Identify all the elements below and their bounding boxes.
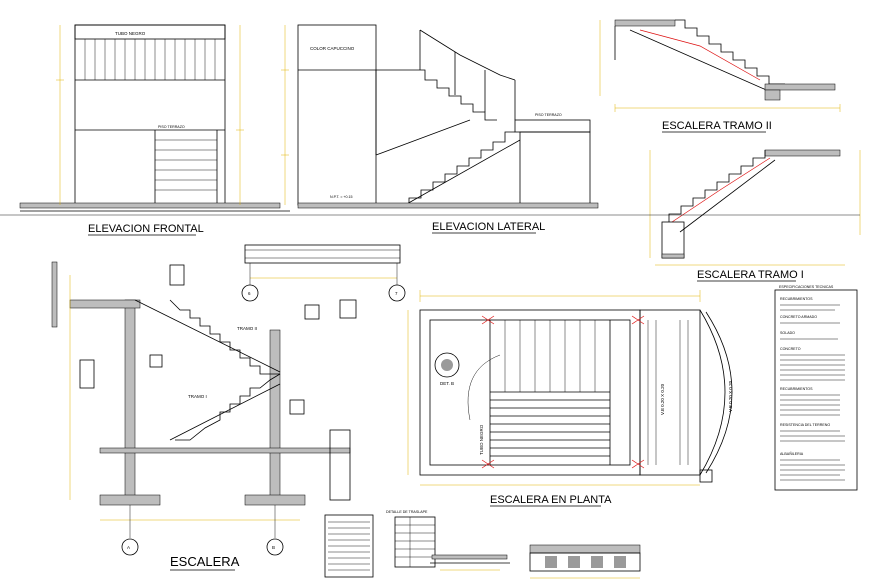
- vb-label-2: V.B 0.20 X 0.20: [728, 380, 733, 412]
- escalera-tramo-1-title: ESCALERA TRAMO I: [697, 269, 804, 281]
- elevacion-frontal-title: ELEVACION FRONTAL: [88, 223, 204, 235]
- color-capuccino-label: COLOR CAPUCCINO: [310, 46, 355, 51]
- specs-line-4: RECUBRIMIENTOS: [780, 387, 813, 391]
- piso-terrazo-label-lateral: PISO TERRAZO: [535, 113, 562, 117]
- escalera-tramo-2-title: ESCALERA TRAMO II: [662, 120, 772, 132]
- tubo-negro-label-frontal: TUBO NEGRO: [115, 31, 146, 36]
- elevacion-lateral-title: ELEVACION LATERAL: [432, 221, 545, 233]
- tramo-2-label: TRAMO II: [237, 326, 257, 331]
- specs-line-2: SOLADO: [780, 331, 795, 335]
- elevacion-lateral-view: COLOR CAPUCCINO PISO TERRAZO N.P.T. = +0…: [281, 24, 599, 209]
- piso-terrazo-label-frontal: PISO TERRAZO: [158, 125, 185, 129]
- especificaciones-tecnicas-box: ESPECIFICACIONES TECNICAS RECUBRIMIENTOS…: [774, 285, 858, 491]
- specs-title: ESPECIFICACIONES TECNICAS: [779, 285, 834, 289]
- beam-detail-6-7: 6 7: [241, 244, 406, 302]
- escalera-title: ESCALERA: [170, 554, 240, 569]
- det-b-label: DET. B: [440, 381, 454, 386]
- specs-line-6: ALBAÑILERIA: [780, 451, 804, 456]
- detalle-traslape-title: DETALLE DE TRASLAPE: [386, 510, 428, 514]
- axis-b-marker: B: [272, 545, 275, 550]
- escalera-tramo-1-detail: [649, 149, 861, 266]
- escalera-tramo-2-detail: [599, 19, 841, 112]
- specs-line-5: RESISTENCIA DEL TERRENO: [780, 423, 830, 427]
- tubo-negro-label-planta: TUBO NEGRO: [479, 424, 484, 455]
- vb-label-1: V.B 0.20 X 0.20: [660, 383, 665, 415]
- slab-section-detail: [529, 544, 641, 579]
- escalera-en-planta-title: ESCALERA EN PLANTA: [490, 494, 612, 506]
- escalera-section-view: A B TRAMO II TRAMO I: [51, 261, 357, 556]
- axis-a-marker: A: [127, 545, 130, 550]
- bottom-notes-table: [324, 514, 374, 578]
- npt-label-lateral: N.P.T. = +0.15: [330, 195, 353, 199]
- detalle-traslape-table: DETALLE DE TRASLAPE: [386, 510, 436, 568]
- axis-7-marker: 7: [395, 291, 398, 296]
- elevacion-frontal-view: TUBO NEGRO PISO TERRAZO: [19, 24, 290, 212]
- specs-line-3: CONCRETO: [780, 347, 801, 351]
- axis-6-marker: 6: [248, 291, 251, 296]
- specs-line-0: RECUBRIMIENTOS: [780, 297, 813, 301]
- traslape-detail-drawing: [430, 554, 510, 571]
- tramo-1-label: TRAMO I: [188, 394, 207, 399]
- escalera-en-planta-view: DET. B TUBO NEGRO V.B 0.20 X 0.20 V.B 0.…: [407, 290, 733, 486]
- specs-line-1: CONCRETO ARMADO: [780, 315, 817, 319]
